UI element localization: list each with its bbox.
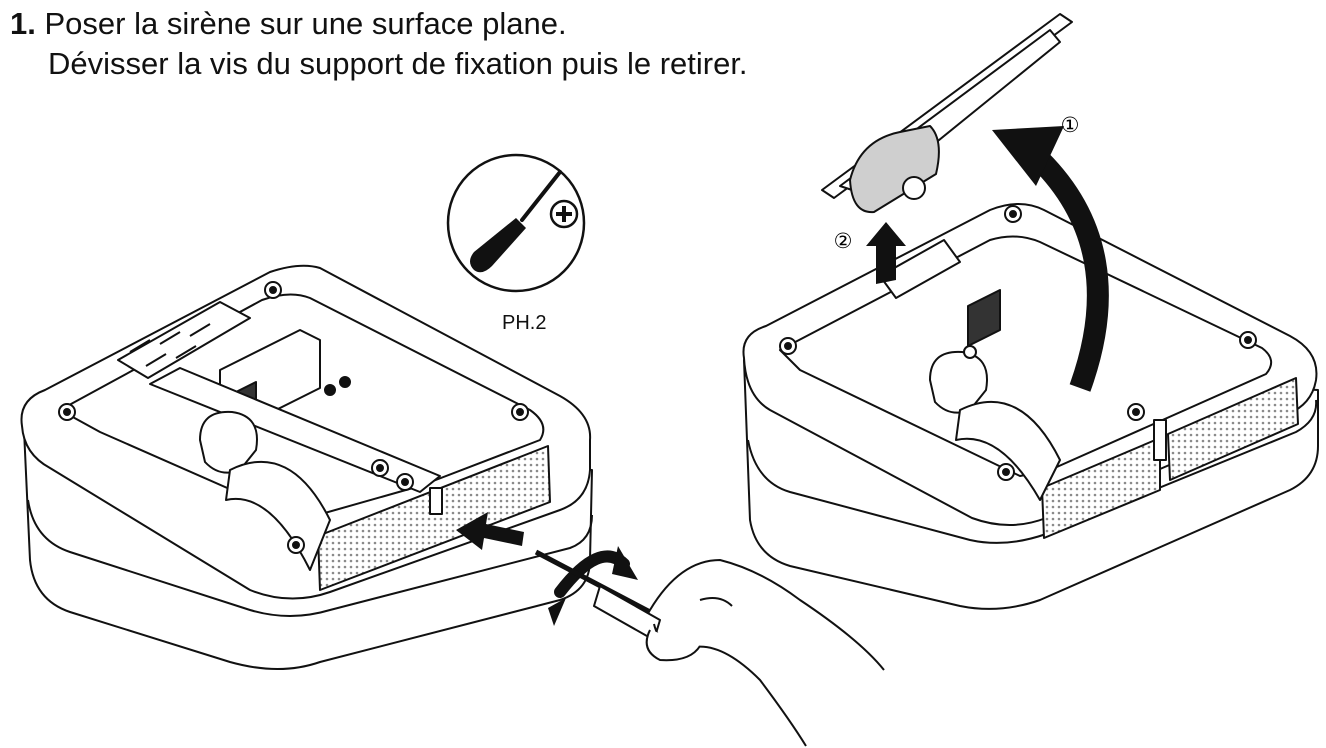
step-text-2: Dévisser la vis du support de fixation p… [48, 46, 748, 81]
phillips-screwdriver-icon [446, 153, 586, 293]
hand-with-screwdriver [534, 549, 885, 747]
step-line-1: 1. Poser la sirène sur une surface plane… [10, 4, 748, 44]
siren-left-illustration [20, 264, 593, 670]
step-number: 1. [10, 6, 36, 41]
instruction-step: 1. Poser la sirène sur une surface plane… [10, 4, 748, 84]
tool-size-label: PH.2 [502, 312, 547, 334]
step-text-1: Poser la sirène sur une surface plane. [44, 6, 567, 41]
siren-right-illustration [742, 203, 1319, 610]
callout-1: ① [1061, 114, 1080, 137]
mounting-bracket [821, 13, 1073, 214]
keypad-block [117, 301, 251, 379]
push-arrow [456, 512, 524, 550]
callout-2: ② [834, 230, 853, 253]
lift-arrow-1 [992, 126, 1109, 392]
unscrew-rotation-arrow [548, 546, 638, 626]
lift-arrow-2 [866, 222, 906, 284]
